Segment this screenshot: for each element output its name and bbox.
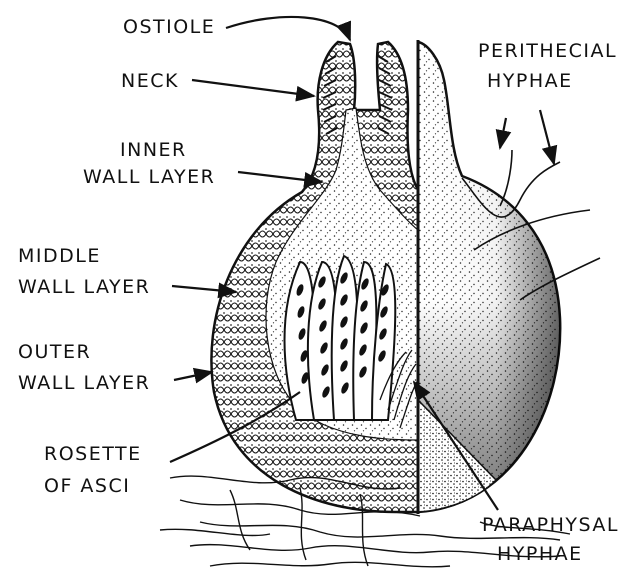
label-perithecial-line1: PERITHECIAL xyxy=(478,40,617,62)
perithecial-leader-2 xyxy=(540,110,554,164)
label-paraphysal-line2: HYPHAE xyxy=(497,543,583,565)
label-outer-wall-line2: WALL LAYER xyxy=(18,372,150,394)
ostiole-leader xyxy=(226,17,350,40)
label-neck: NECK xyxy=(121,70,179,92)
inner-wall-leader xyxy=(238,172,322,182)
label-paraphysal-line1: PARAPHYSAL xyxy=(482,514,619,536)
label-perithecial-line2: HYPHAE xyxy=(487,70,573,92)
label-rosette-line1: ROSETTE xyxy=(44,443,142,465)
label-outer-wall-line1: OUTER xyxy=(18,341,91,363)
label-inner-wall-line2: WALL LAYER xyxy=(83,166,215,188)
label-inner-wall-line1: INNER xyxy=(120,139,187,161)
label-middle-wall-line1: MIDDLE xyxy=(18,245,101,267)
label-ostiole: OSTIOLE xyxy=(123,16,215,38)
neck-leader xyxy=(192,80,314,96)
outer-wall-leader xyxy=(174,372,212,380)
perithecium-exterior xyxy=(418,40,560,514)
label-middle-wall-line2: WALL LAYER xyxy=(18,276,150,298)
perithecium-section xyxy=(211,42,418,512)
label-rosette-line2: OF ASCI xyxy=(44,475,130,497)
perithecial-leader-1 xyxy=(500,118,506,148)
